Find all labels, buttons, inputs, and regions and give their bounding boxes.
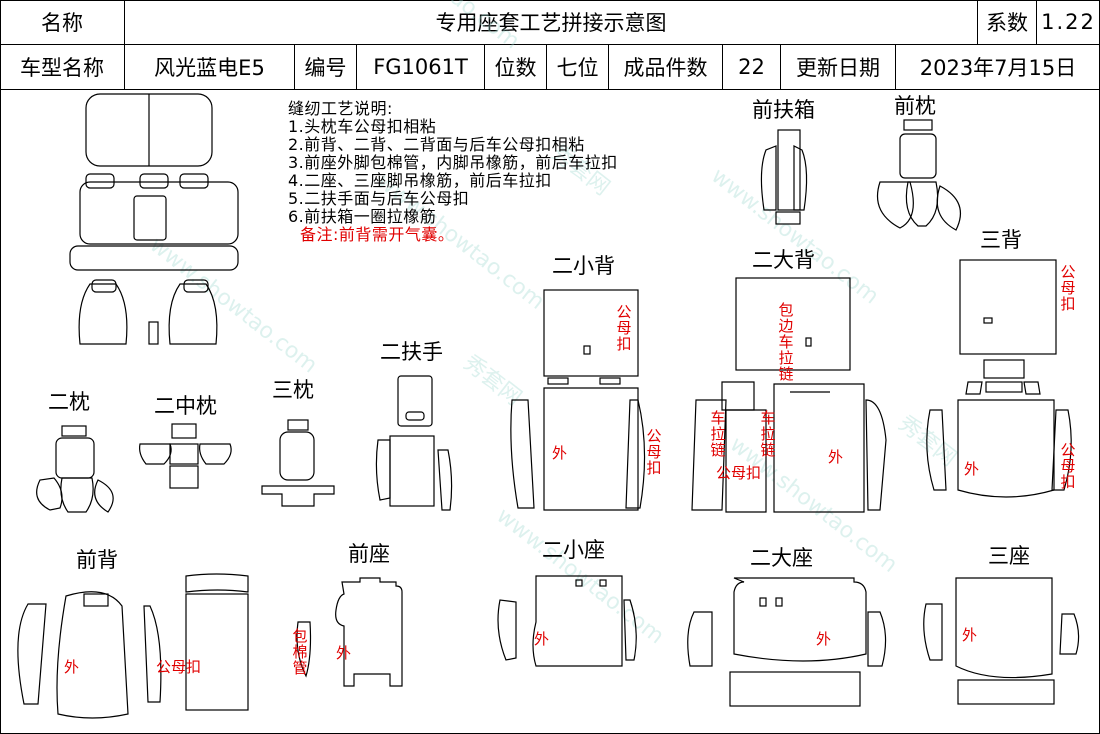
mark-zipper: 车拉链 bbox=[710, 409, 726, 459]
seats-value-cell: 七位 bbox=[547, 45, 609, 90]
seats-value: 七位 bbox=[556, 56, 599, 80]
date-label-cell: 更新日期 bbox=[781, 45, 896, 90]
date-value-cell: 2023年7月15日 bbox=[896, 45, 1100, 90]
second-middle-headrest-pattern bbox=[139, 423, 232, 489]
note-item: 1.头枕车公母扣相粘 bbox=[288, 117, 437, 136]
label-front-headrest: 前枕 bbox=[894, 94, 936, 118]
code-label: 编号 bbox=[304, 56, 347, 80]
mark-buckle: 公母扣 bbox=[646, 427, 662, 477]
code-value-cell: FG1061T bbox=[357, 45, 485, 90]
note-item: 5.二扶手面与后车公母扣 bbox=[288, 189, 470, 208]
mark-buckle: 公母扣 bbox=[716, 464, 762, 482]
page-title: 专用座套工艺拼接示意图 bbox=[435, 11, 667, 35]
label-second-big-seat: 二大座 bbox=[750, 546, 813, 570]
mark-outside: 外 bbox=[534, 630, 550, 648]
second-small-seat-pattern bbox=[497, 575, 637, 667]
note-item: 4.二座、三座脚吊橡筋，前后车拉扣 bbox=[288, 171, 552, 190]
name-label-cell: 名称 bbox=[0, 0, 125, 45]
model-label-cell: 车型名称 bbox=[0, 45, 125, 90]
label-second-headrest: 二枕 bbox=[48, 390, 90, 414]
coef-value: 1.22 bbox=[1041, 10, 1096, 34]
seats-label-cell: 位数 bbox=[485, 45, 547, 90]
label-second-armrest: 二扶手 bbox=[380, 340, 443, 364]
label-second-small-seat: 二小座 bbox=[542, 538, 605, 562]
front-back-pattern bbox=[17, 573, 249, 719]
mark-outside: 外 bbox=[964, 460, 980, 478]
sewing-notes: 缝纫工艺说明: 1.头枕车公母扣相粘 2.前背、二背、二背面与后车公母扣相粘 3… bbox=[288, 100, 618, 244]
date-value: 2023年7月15日 bbox=[919, 56, 1077, 80]
label-second-middle-headrest: 二中枕 bbox=[154, 394, 217, 418]
mark-buckle: 公母扣 bbox=[156, 658, 202, 676]
third-headrest-pattern bbox=[261, 419, 335, 507]
mark-cotton-tube: 包棉管 bbox=[292, 627, 308, 677]
second-big-back-pattern bbox=[691, 277, 887, 513]
coef-label: 系数 bbox=[986, 11, 1028, 35]
name-label: 名称 bbox=[41, 11, 83, 35]
third-seat-pattern bbox=[923, 577, 1080, 705]
second-headrest-pattern bbox=[36, 425, 114, 513]
front-armbox-pattern bbox=[760, 129, 808, 225]
mark-buckle: 公母扣 bbox=[1060, 441, 1076, 491]
label-third-seat: 三座 bbox=[988, 544, 1030, 568]
code-value: FG1061T bbox=[373, 55, 468, 79]
pieces-value: 22 bbox=[738, 55, 765, 79]
mark-outside: 外 bbox=[828, 448, 844, 466]
label-second-big-back: 二大背 bbox=[752, 248, 815, 272]
mark-outside: 外 bbox=[64, 658, 80, 676]
mark-outside: 外 bbox=[816, 630, 832, 648]
front-seat-pattern bbox=[296, 577, 403, 687]
label-second-small-back: 二小背 bbox=[552, 254, 615, 278]
note-item: 3.前座外脚包棉管，内脚吊橡筋，前后车拉扣 bbox=[288, 153, 618, 172]
model-value-cell: 风光蓝电E5 bbox=[125, 45, 295, 90]
note-item: 6.前扶箱一圈拉橡筋 bbox=[288, 207, 437, 226]
model-value: 风光蓝电E5 bbox=[154, 56, 265, 80]
second-big-seat-pattern bbox=[687, 577, 887, 707]
front-headrest-pattern bbox=[876, 119, 961, 231]
note-item: 2.前背、二背、二背面与后车公母扣相粘 bbox=[288, 135, 585, 154]
mark-outside: 外 bbox=[962, 626, 978, 644]
second-armrest-pattern bbox=[375, 375, 453, 511]
coef-value-cell: 1.22 bbox=[1037, 0, 1100, 45]
mark-zipper: 车拉链 bbox=[760, 409, 776, 459]
notes-heading: 缝纫工艺说明: bbox=[288, 99, 393, 118]
seat-overview bbox=[69, 93, 239, 345]
code-label-cell: 编号 bbox=[295, 45, 357, 90]
mark-buckle: 公母扣 bbox=[616, 303, 632, 353]
label-front-seat: 前座 bbox=[348, 542, 390, 566]
pieces-value-cell: 22 bbox=[723, 45, 781, 90]
pieces-label: 成品件数 bbox=[623, 56, 708, 80]
label-third-headrest: 三枕 bbox=[272, 378, 314, 402]
date-label: 更新日期 bbox=[796, 56, 880, 80]
seats-label: 位数 bbox=[494, 56, 537, 80]
mark-edge-zipper: 包边车拉链 bbox=[778, 301, 794, 383]
second-small-back-pattern bbox=[510, 289, 646, 511]
mark-outside: 外 bbox=[336, 644, 352, 662]
mark-outside: 外 bbox=[552, 444, 568, 462]
pieces-label-cell: 成品件数 bbox=[609, 45, 723, 90]
rear-back-3-pattern bbox=[926, 259, 1072, 498]
notes-remark: 备注:前背需开气囊。 bbox=[300, 225, 455, 244]
label-front-back: 前背 bbox=[76, 548, 118, 572]
label-rear-back-3: 三背 bbox=[980, 228, 1022, 252]
coef-label-cell: 系数 bbox=[978, 0, 1037, 45]
title-cell: 专用座套工艺拼接示意图 bbox=[125, 0, 978, 45]
model-label: 车型名称 bbox=[20, 56, 104, 80]
label-front-armbox: 前扶箱 bbox=[752, 98, 815, 122]
mark-buckle: 公母扣 bbox=[1060, 263, 1076, 313]
